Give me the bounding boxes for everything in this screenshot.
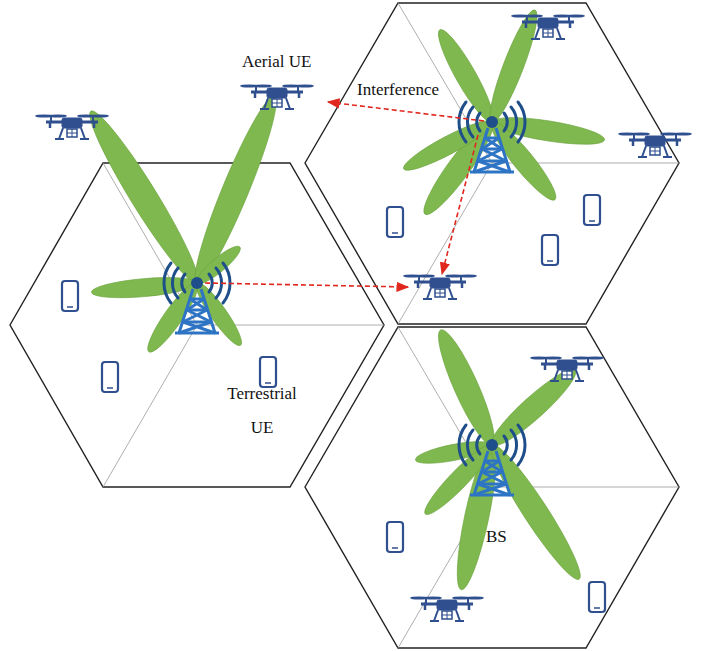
base-station <box>164 263 230 333</box>
base-station <box>459 102 525 172</box>
bs-label: BS <box>486 527 507 547</box>
terrestrial-ue-icon <box>62 195 605 612</box>
interference-label: Interference <box>357 80 439 100</box>
terrestrial-ue-label: Terrestrial UE <box>217 377 307 445</box>
base-station <box>459 425 525 495</box>
sector-line <box>103 3 679 648</box>
cell-hexagon <box>10 3 679 648</box>
aerial-ue-label: Aerial UE <box>242 52 311 72</box>
antenna-beam <box>80 6 606 592</box>
aerial-ue-icon <box>35 14 692 621</box>
interference-arrow <box>205 102 484 287</box>
